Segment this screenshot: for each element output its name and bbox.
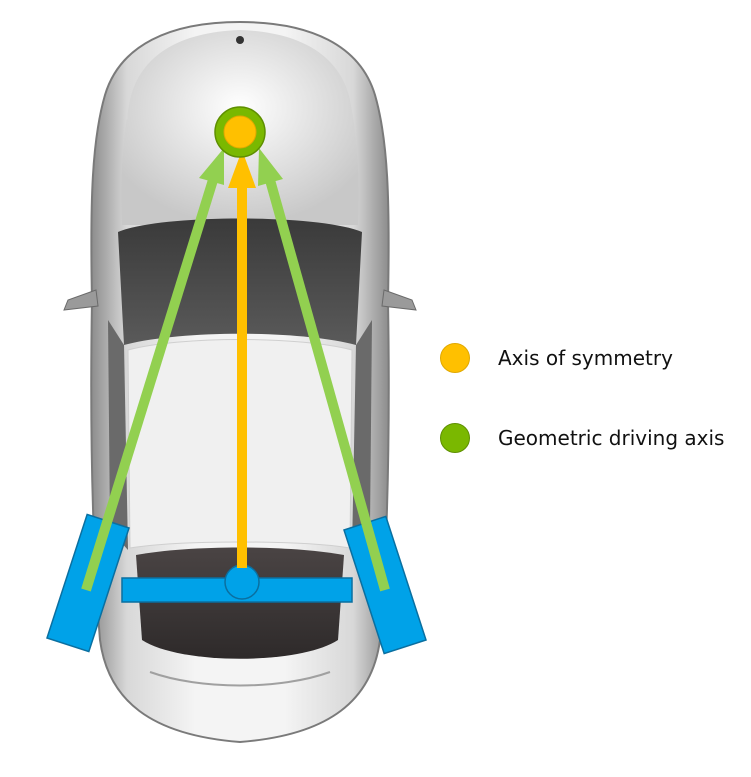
axis-target-point: [214, 106, 266, 158]
legend-item-symmetry: Axis of symmetry: [440, 338, 724, 378]
axle-center: [224, 564, 260, 600]
legend-dot-green-icon: [440, 423, 470, 453]
rear-window: [136, 547, 344, 659]
legend-label-driving: Geometric driving axis: [498, 426, 725, 450]
left-driving-arrowhead: [199, 148, 224, 185]
right-mirror: [381, 289, 417, 311]
symmetry-axis-arrow: [228, 150, 256, 568]
left-driving-arrow-shaft: [81, 178, 218, 592]
symmetry-axis-point: [223, 115, 257, 149]
trunk: [149, 671, 331, 687]
legend-item-driving: Geometric driving axis: [440, 418, 724, 458]
legend: Axis of symmetry Geometric driving axis: [440, 338, 724, 498]
left-mirror: [63, 289, 99, 311]
driving-axis-arrows: [81, 148, 390, 592]
legend-label-symmetry: Axis of symmetry: [498, 346, 673, 370]
right-driving-arrow-shaft: [265, 178, 390, 592]
right-driving-arrowhead: [258, 148, 283, 186]
symmetry-arrowhead: [228, 150, 256, 188]
hood-emblem: [236, 36, 244, 44]
legend-dot-orange-icon: [440, 343, 470, 373]
